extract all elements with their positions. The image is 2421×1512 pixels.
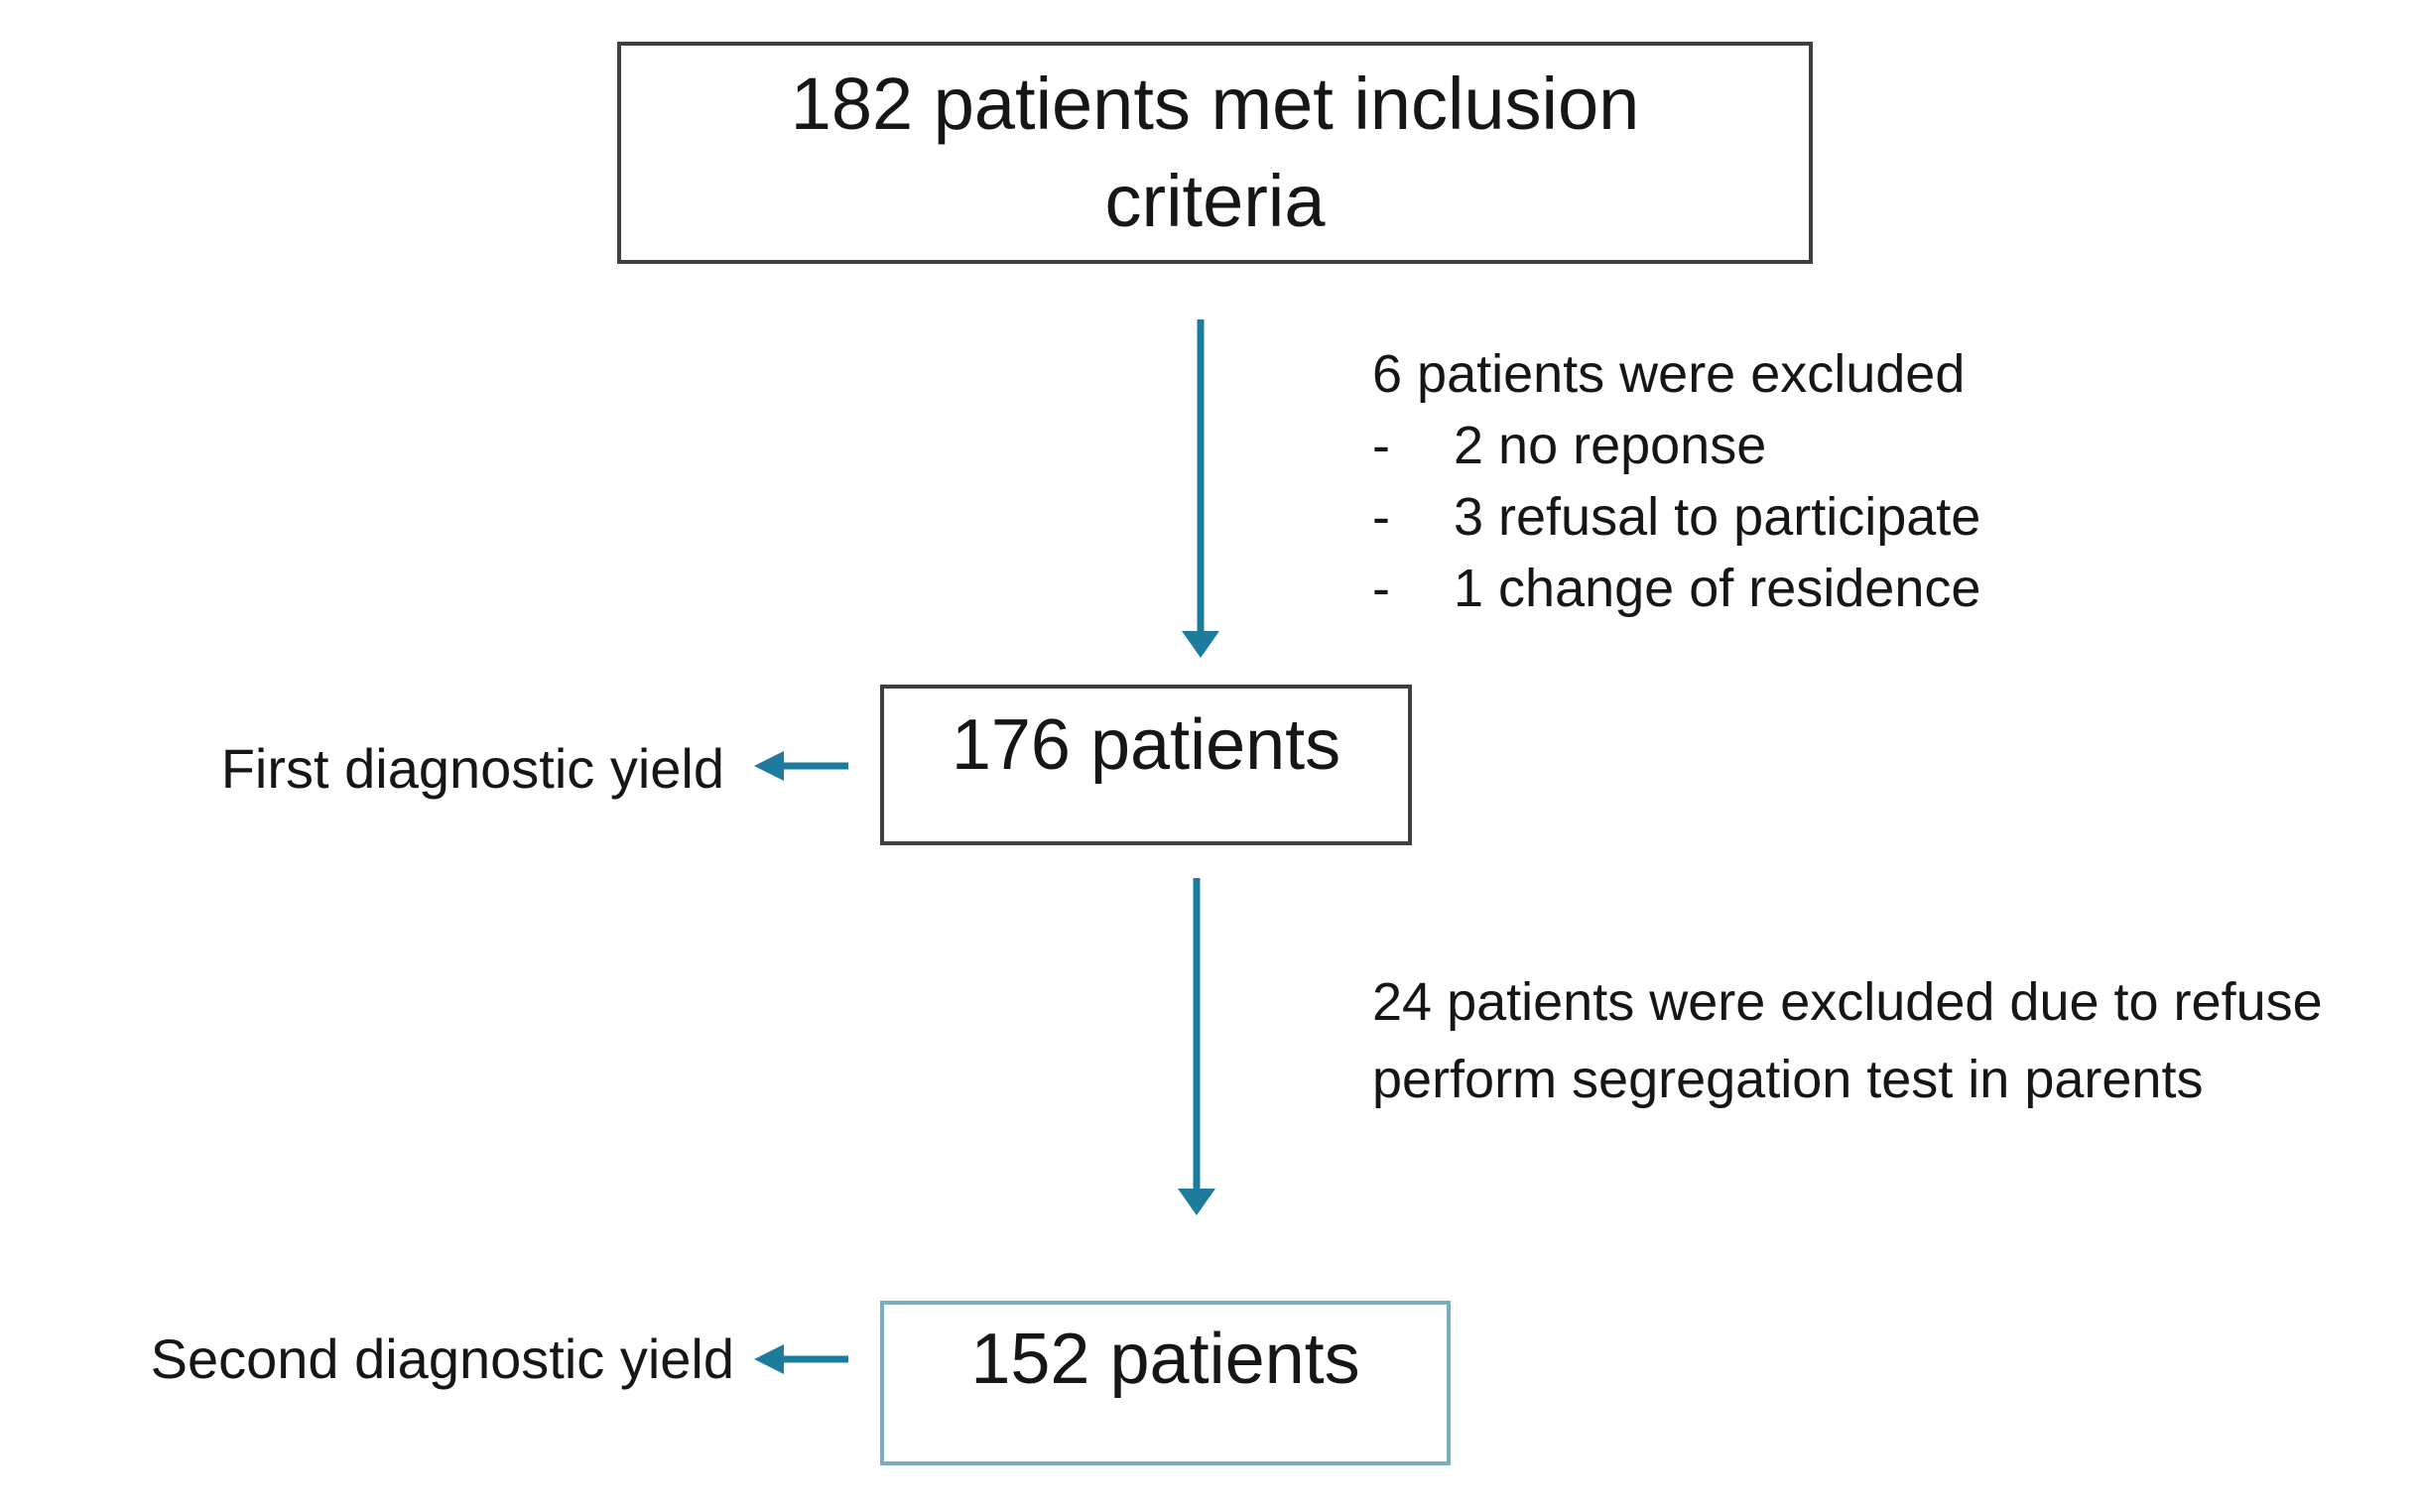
down-arrow-1 <box>1181 319 1220 658</box>
bullet-dash: - <box>1372 559 1390 618</box>
second-diagnostic-yield-label: Second diagnostic yield <box>150 1327 734 1390</box>
down-arrow-2-head <box>1178 1189 1215 1215</box>
bullet-dash: - <box>1372 487 1390 547</box>
down-arrow-1-stem <box>1197 319 1205 635</box>
left-arrow-1-stem <box>780 762 848 770</box>
patients-176-label: 176 patients <box>951 705 1341 785</box>
down-arrow-2-stem <box>1193 878 1201 1193</box>
left-arrow-2 <box>754 1344 848 1374</box>
exclusion-note-second-line-2: perform segregation test in parents <box>1372 1050 2204 1109</box>
patients-152-label: 152 patients <box>970 1320 1360 1399</box>
exclusion-item: - 1 change of residence <box>1372 553 1980 624</box>
exclusion-note-second-line-1: 24 patients were excluded due to refuse <box>1372 972 2323 1032</box>
exclusion-item-text: 1 change of residence <box>1454 559 1981 618</box>
exclusion-item-text: 3 refusal to participate <box>1454 487 1981 547</box>
bullet-dash: - <box>1372 416 1390 475</box>
exclusion-item-text: 2 no reponse <box>1454 416 1767 475</box>
exclusion-note-first: 6 patients were excluded - 2 no reponse … <box>1372 338 1980 624</box>
patients-152-box: 152 patients <box>880 1301 1451 1465</box>
exclusion-note-first-title: 6 patients were excluded <box>1372 344 1966 404</box>
left-arrow-2-head <box>754 1344 784 1374</box>
left-arrow-2-stem <box>780 1355 848 1363</box>
down-arrow-2 <box>1177 878 1216 1215</box>
patients-176-box: 176 patients <box>880 685 1412 845</box>
left-arrow-1 <box>754 751 848 781</box>
left-arrow-1-head <box>754 751 784 781</box>
inclusion-criteria-line-2: criteria <box>1104 160 1326 242</box>
inclusion-criteria-line-1: 182 patients met inclusion <box>790 63 1640 145</box>
exclusion-item: - 2 no reponse <box>1372 410 1980 481</box>
down-arrow-1-head <box>1182 631 1219 658</box>
exclusion-note-second: 24 patients were excluded due to refuse … <box>1372 963 2323 1118</box>
exclusion-item: - 3 refusal to participate <box>1372 481 1980 553</box>
inclusion-criteria-box: 182 patients met inclusion criteria <box>617 42 1813 264</box>
first-diagnostic-yield-label: First diagnostic yield <box>220 737 724 800</box>
